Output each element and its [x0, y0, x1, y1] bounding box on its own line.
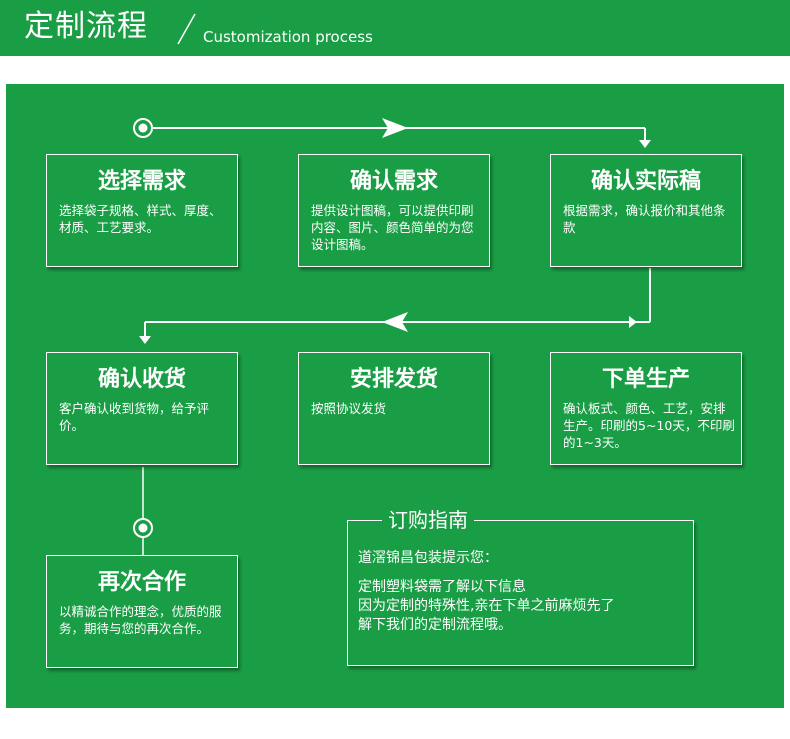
process-panel	[6, 84, 784, 708]
step-description: 以精诚合作的理念，优质的服务，期待与您的再次合作。	[59, 604, 222, 636]
step-cooperate-again: 再次合作 以精诚合作的理念，优质的服务，期待与您的再次合作。	[46, 555, 238, 668]
step-place-order: 下单生产 确认板式、颜色、工艺，安排生产。印刷的5~10天，不印刷的1~3天。	[550, 352, 742, 465]
arrow-down-icon	[639, 140, 651, 148]
guide-line: 定制塑料袋需了解以下信息	[358, 579, 526, 595]
step-description: 按照协议发货	[311, 401, 387, 416]
header-bar: 定制流程 Customization process	[0, 0, 790, 56]
step-title: 再次合作	[97, 570, 186, 595]
page-title: 定制流程	[24, 9, 148, 44]
arrow-down-icon	[139, 336, 151, 344]
arrow-small-icon	[629, 316, 637, 328]
step-title: 安排发货	[349, 367, 438, 392]
step-confirm-draft: 确认实际稿 根据需求，确认报价和其他条款	[550, 154, 742, 267]
guide-intro: 道滘锦昌包装提示您：	[358, 550, 498, 566]
guide-title: 订购指南	[382, 507, 474, 533]
start-dot-icon	[138, 123, 148, 133]
step-arrange-shipping: 安排发货 按照协议发货	[298, 352, 490, 465]
repeat-dot-icon	[138, 523, 148, 533]
step-confirm-receipt: 确认收货 客户确认收到货物，给予评价。	[46, 352, 238, 465]
guide-line: 解下我们的定制流程哦。	[358, 617, 512, 633]
arrow-right-icon	[382, 118, 408, 138]
guide-line: 因为定制的特殊性,亲在下单之前麻烦先了	[358, 598, 615, 614]
step-description: 客户确认收到货物，给予评价。	[59, 401, 210, 433]
step-description: 选择袋子规格、样式、厚度、材质、工艺要求。	[59, 203, 222, 235]
step-title: 下单生产	[601, 367, 690, 392]
page-subtitle: Customization process	[203, 28, 373, 46]
step-description: 根据需求，确认报价和其他条款	[563, 203, 726, 235]
step-confirm-requirements: 确认需求 提供设计图稿，可以提供印刷内容、图片、颜色简单的为您设计图稿。	[298, 154, 490, 267]
step-title: 确认需求	[349, 169, 438, 194]
step-title: 选择需求	[97, 169, 186, 194]
step-select-requirements: 选择需求 选择袋子规格、样式、厚度、材质、工艺要求。	[46, 154, 238, 267]
order-guide: 订购指南 道滘锦昌包装提示您： 定制塑料袋需了解以下信息 因为定制的特殊性,亲在…	[347, 507, 694, 666]
step-description: 提供设计图稿，可以提供印刷内容、图片、颜色简单的为您设计图稿。	[311, 203, 474, 252]
slash-divider	[177, 13, 196, 45]
step-description: 确认板式、颜色、工艺，安排生产。印刷的5~10天，不印刷的1~3天。	[563, 401, 735, 450]
step-title: 确认收货	[97, 367, 186, 392]
step-title: 确认实际稿	[590, 169, 701, 194]
arrow-left-icon	[382, 312, 408, 332]
